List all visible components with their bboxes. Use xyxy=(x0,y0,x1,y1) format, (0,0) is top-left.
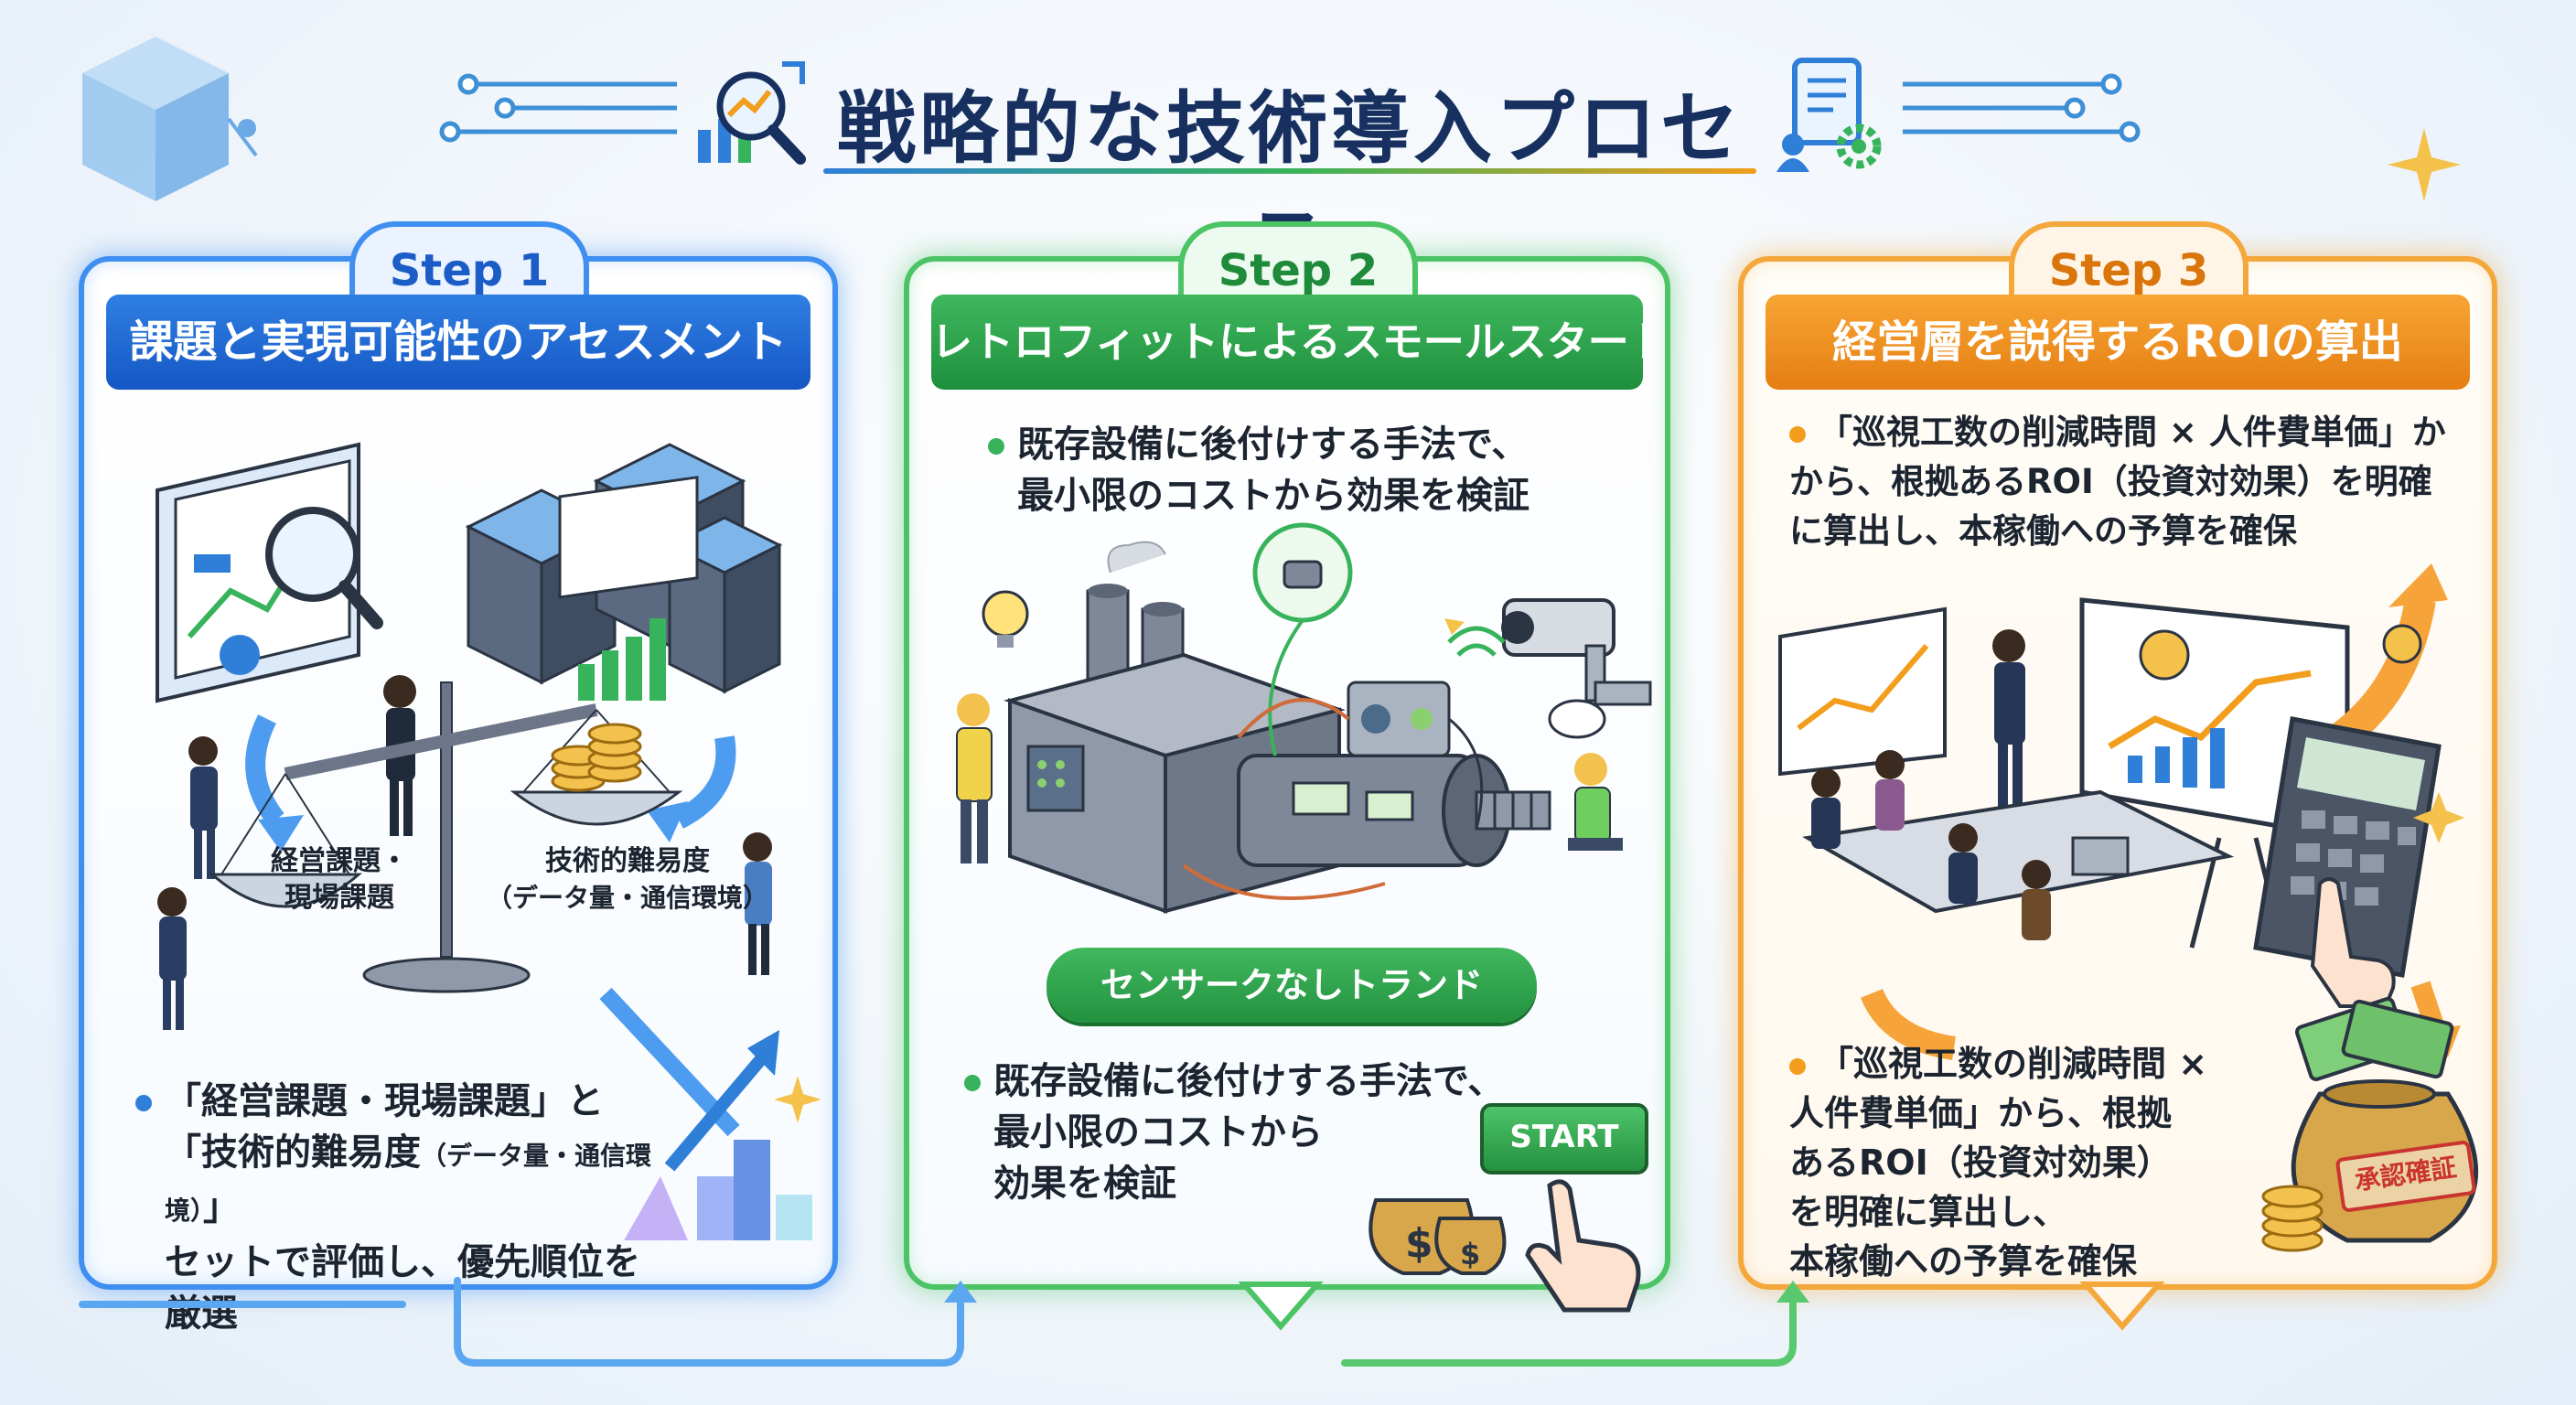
cube-decoration xyxy=(82,37,258,201)
step-3-bullet-top: 「巡視工数の削減時間 × 人件費単価」か から、根拠あるROI（投資対効果）を明… xyxy=(1789,413,2446,551)
step-1-bullet: 「経営課題・現場課題」と 「技術的難易度（データ量・通信環境）」 セットで評価し… xyxy=(135,1076,703,1339)
retrofit-machine-illustration xyxy=(956,522,1652,914)
bullet-dot xyxy=(135,1095,152,1111)
title-deco-left xyxy=(439,73,2141,143)
roi-meeting-illustration xyxy=(1778,563,2464,1060)
technical-difficulty-label: 技術的難易度 （データ量・通信環境） xyxy=(486,845,768,913)
step-1-panel: Step 1 課題と実現可能性のアセスメント xyxy=(79,221,838,1335)
svg-text:$: $ xyxy=(1460,1237,1480,1271)
management-issue-label: 経営課題・ 現場課題 xyxy=(271,845,408,914)
step-2-bullet-bottom: 既存設備に後付けする手法で、 最小限のコストから 効果を検証 xyxy=(964,1056,1531,1209)
growth-bars-illustration xyxy=(599,987,821,1240)
sparkle-icon xyxy=(2388,128,2461,201)
bullet-dot xyxy=(988,438,1004,455)
step-3-panel: Step 3 経営層を説得するROIの算出 「巡視工数の削減時間 × 人件費単価… xyxy=(1738,221,2497,1290)
money-bag-icon xyxy=(2261,997,2478,1252)
money-bags-illustration: $ $ xyxy=(1368,1198,1507,1275)
chart-magnifier-icon xyxy=(698,61,806,165)
step-2-panel: Step 2 レトロフィットによるスモールスタート 既存設備に後付けする手法で、… xyxy=(904,221,1670,1313)
bullet-dot xyxy=(1789,425,1806,443)
document-gear-icon xyxy=(1776,58,1882,172)
assessment-illustration xyxy=(156,442,783,1030)
pointing-hand-icon xyxy=(1525,1179,1641,1313)
step-3-bullet-bottom: 「巡視工数の削減時間 × 人件費単価」から、根拠 あるROI（投資対効果） を明… xyxy=(1789,1044,2208,1282)
title-underline xyxy=(823,168,1756,174)
svg-text:$: $ xyxy=(1405,1220,1433,1267)
title-bar: 戦略的な技術導入プロセス xyxy=(0,0,2576,289)
step-2-heading: レトロフィットによるスモールスタート xyxy=(931,295,1643,390)
sensor-trend-pill: センサークなしトランド xyxy=(1046,948,1537,1023)
step-3-heading: 経営層を説得するROIの算出 xyxy=(1766,295,2470,390)
start-button[interactable]: START xyxy=(1480,1103,1648,1174)
step-1-heading: 課題と実現可能性のアセスメント xyxy=(106,295,810,390)
page-title: 戦略的な技術導入プロセス xyxy=(837,83,1743,289)
step-2-bullet-top: 既存設備に後付けする手法で、 最小限のコストから効果を検証 xyxy=(988,419,1628,521)
bullet-dot xyxy=(964,1075,981,1091)
bullet-dot xyxy=(1789,1057,1806,1075)
